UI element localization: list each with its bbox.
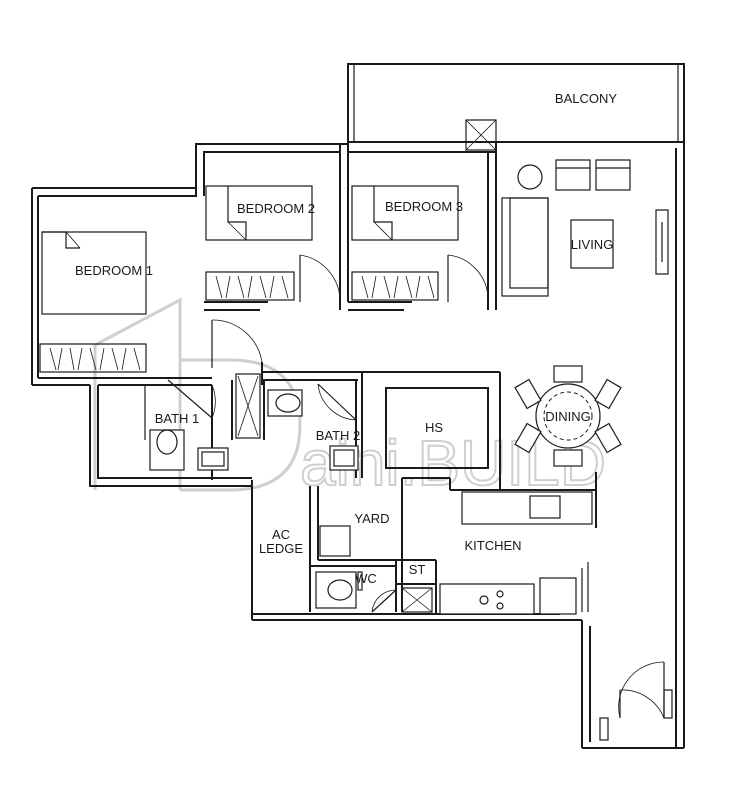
tv-console: [655, 209, 669, 275]
label-yard: YARD: [354, 511, 389, 526]
label-st: ST: [409, 562, 426, 577]
bath2-door: [317, 383, 357, 421]
store-fixture: [401, 587, 433, 613]
bed-bedroom3: [351, 185, 459, 241]
bath2-fixtures: [267, 389, 359, 471]
armchair-right: [595, 159, 631, 191]
wardrobes: [39, 271, 439, 373]
label-bedroom2: BEDROOM 2: [237, 201, 315, 216]
bath1-door: [167, 379, 216, 419]
shower-cubicle: [235, 373, 261, 439]
bath1-fixtures: [149, 429, 229, 471]
label-bedroom1: BEDROOM 1: [75, 263, 153, 278]
label-bath2: BATH 2: [316, 428, 361, 443]
label-living: LIVING: [571, 237, 614, 252]
label-hs: HS: [425, 420, 443, 435]
yard-fixtures: [315, 525, 363, 609]
room-labels: BALCONY BEDROOM 1 BEDROOM 2 BEDROOM 3 LI…: [75, 91, 617, 586]
sofa: [501, 197, 549, 297]
label-dining: DINING: [545, 409, 591, 424]
watermark-logo-mark: [93, 297, 182, 490]
kitchen-counter: [439, 491, 593, 615]
dining-set: [514, 365, 622, 467]
label-kitchen: KITCHEN: [464, 538, 521, 553]
bedroom2-door: [299, 254, 341, 303]
coffee-table: [570, 219, 614, 269]
side-table: [517, 164, 543, 190]
main-entrance-door: [599, 661, 673, 741]
armchair-left: [555, 159, 591, 191]
label-bedroom3: BEDROOM 3: [385, 199, 463, 214]
label-ac-ledge-line1: AC: [272, 527, 290, 542]
label-ac-ledge-line2: LEDGE: [259, 541, 303, 556]
bedroom3-wardrobe: [351, 271, 439, 301]
label-bath1: BATH 1: [155, 411, 200, 426]
interior-walls: [38, 152, 597, 614]
bedroom1-door: [211, 319, 263, 368]
bedroom1-wardrobe: [39, 343, 147, 373]
label-wc: WC: [355, 571, 377, 586]
bed-bedroom2: [205, 185, 313, 241]
bedroom3-door: [447, 254, 489, 302]
furniture: [41, 119, 669, 615]
bed-bedroom1: [41, 231, 147, 315]
wc-door: [371, 589, 397, 613]
label-balcony: BALCONY: [555, 91, 617, 106]
outer-walls: [31, 63, 685, 749]
service-shaft: [465, 119, 497, 151]
doors: [167, 254, 673, 741]
bedroom2-wardrobe: [205, 271, 295, 301]
